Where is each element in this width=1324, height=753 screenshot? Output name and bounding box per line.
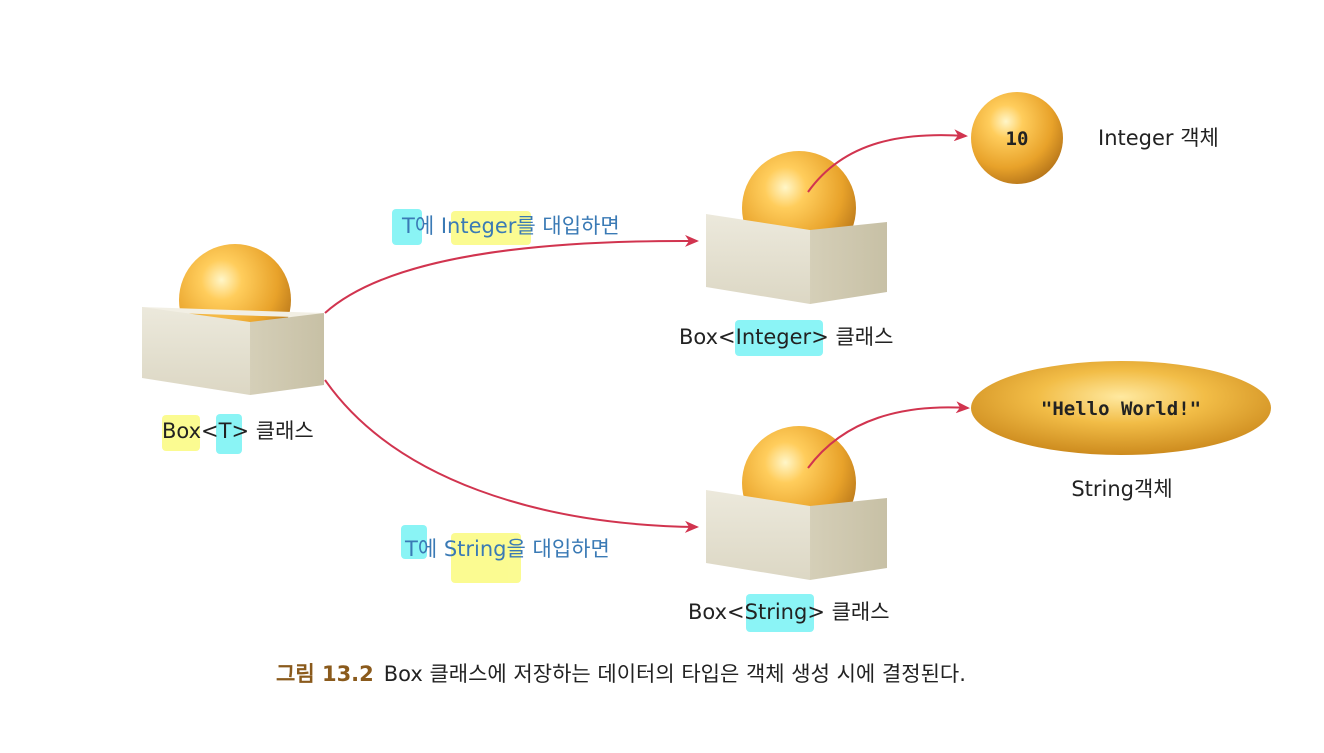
- string-class-param: String: [745, 600, 808, 624]
- string-class-name: Box<: [688, 600, 745, 624]
- string-object-value: "Hello World!": [1041, 398, 1201, 420]
- integer-box: [706, 151, 887, 304]
- generic-class-param: T: [218, 419, 232, 443]
- highlight-string-param: [746, 594, 814, 632]
- caption-text: Box 클래스에 저장하는 데이터의 타입은 객체 생성 시에 결정된다.: [383, 662, 966, 686]
- highlight-integer-param: [735, 320, 823, 356]
- integer-object-ball: [971, 92, 1063, 184]
- string-box: [706, 426, 887, 580]
- highlight-edge-string-t: [401, 525, 427, 559]
- generic-class-lt: <: [201, 419, 219, 443]
- generic-class-name: Box: [162, 419, 201, 443]
- highlights: [162, 209, 823, 632]
- integer-class-gt: >: [811, 325, 829, 349]
- generic-box-side: [250, 313, 324, 395]
- edge-label-integer-type: Integer: [441, 214, 517, 238]
- generic-box-top: [142, 307, 324, 318]
- integer-class-param: Integer: [736, 325, 812, 349]
- integer-object-label: Integer 객체: [1098, 126, 1219, 150]
- generic-class-gt: >: [231, 419, 249, 443]
- edge-label-string-mid: 에: [418, 537, 444, 561]
- edge-label-integer-mid: 에: [415, 214, 441, 238]
- integer-object-value: 10: [1006, 128, 1029, 150]
- integer-class-suffix: 클래스: [829, 325, 894, 349]
- highlight-generic-t: [216, 414, 242, 454]
- edge-label-integer: T에 Integer를 대입하면: [401, 214, 620, 238]
- generic-class-label: Box<T> 클래스: [162, 419, 314, 443]
- integer-class-label: Box<Integer> 클래스: [679, 325, 893, 349]
- string-object-label: String객체: [1071, 477, 1172, 501]
- edge-label-integer-param: T: [401, 214, 415, 238]
- highlight-edge-integer-t: [392, 209, 422, 245]
- figure-number: 그림 13.2: [276, 662, 374, 686]
- highlight-edge-string-type: [451, 533, 521, 583]
- arrow-generic-to-integer: [324, 234, 699, 314]
- string-class-suffix: 클래스: [825, 600, 890, 624]
- integer-box-front: [706, 214, 810, 304]
- highlight-generic-box: [162, 415, 200, 451]
- edge-label-string: T에 String을 대입하면: [404, 537, 610, 561]
- edge-label-string-rest: 을 대입하면: [507, 537, 610, 561]
- integer-class-name: Box<: [679, 325, 736, 349]
- generic-class-suffix: 클래스: [249, 419, 314, 443]
- string-object: "Hello World!" String객체: [971, 361, 1271, 501]
- edge-label-string-type: String: [444, 537, 507, 561]
- figure-caption: 그림 13.2 Box 클래스에 저장하는 데이터의 타입은 객체 생성 시에 결…: [276, 658, 966, 688]
- integer-object: 10 Integer 객체: [971, 92, 1219, 184]
- generic-box: [142, 244, 324, 395]
- integer-box-side: [810, 222, 887, 304]
- edge-label-string-param: T: [404, 537, 418, 561]
- generic-box-front: [142, 307, 250, 395]
- arrow-string-to-object: [807, 401, 970, 469]
- edge-label-integer-rest: 를 대입하면: [516, 214, 619, 238]
- arrow-generic-to-string: [324, 379, 699, 533]
- string-box-side: [810, 498, 887, 580]
- string-class-gt: >: [807, 600, 825, 624]
- string-class-label: Box<String> 클래스: [688, 600, 890, 624]
- highlight-edge-integer-type: [451, 211, 531, 245]
- string-box-front: [706, 490, 810, 580]
- arrow-integer-to-object: [807, 129, 968, 193]
- string-object-ellipse: [971, 361, 1271, 455]
